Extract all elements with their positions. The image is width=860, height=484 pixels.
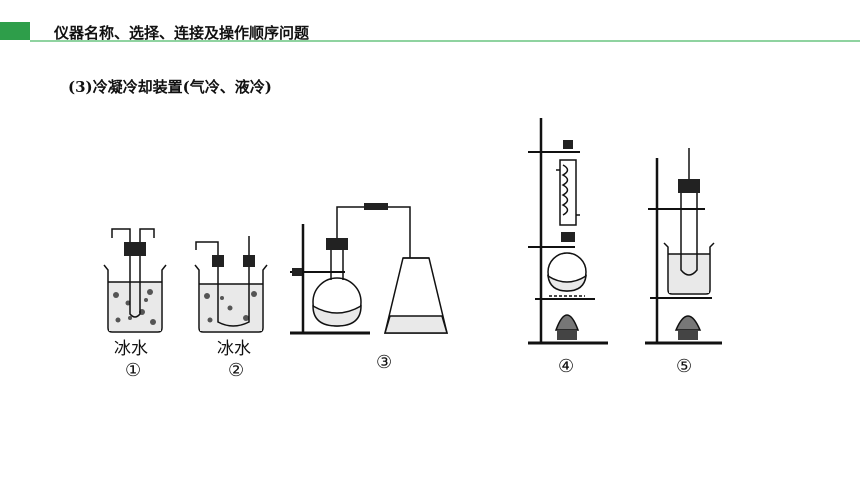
apparatus-1-number: ① <box>125 360 141 381</box>
apparatus-4-number: ④ <box>558 356 574 377</box>
subtitle: (3)冷凝冷却装置(气冷、液冷) <box>68 78 272 96</box>
apparatus-5-number: ⑤ <box>676 356 692 377</box>
header-accent-line <box>30 40 860 42</box>
apparatus-2-ice-water-beaker <box>194 236 268 333</box>
apparatus-2-label: 冰水 <box>217 339 251 359</box>
apparatus-4-reflux-condenser <box>528 118 608 345</box>
apparatus-3-number: ③ <box>376 352 392 373</box>
apparatus-2-number: ② <box>228 360 244 381</box>
section-title: 仪器名称、选择、连接及操作顺序问题 <box>54 24 310 42</box>
header-accent-block <box>0 22 30 40</box>
apparatus-1-ice-water-beaker <box>103 228 167 333</box>
apparatus-5-water-bath <box>645 148 722 345</box>
apparatus-1-label: 冰水 <box>114 339 148 359</box>
apparatus-3-air-condenser <box>290 203 449 335</box>
